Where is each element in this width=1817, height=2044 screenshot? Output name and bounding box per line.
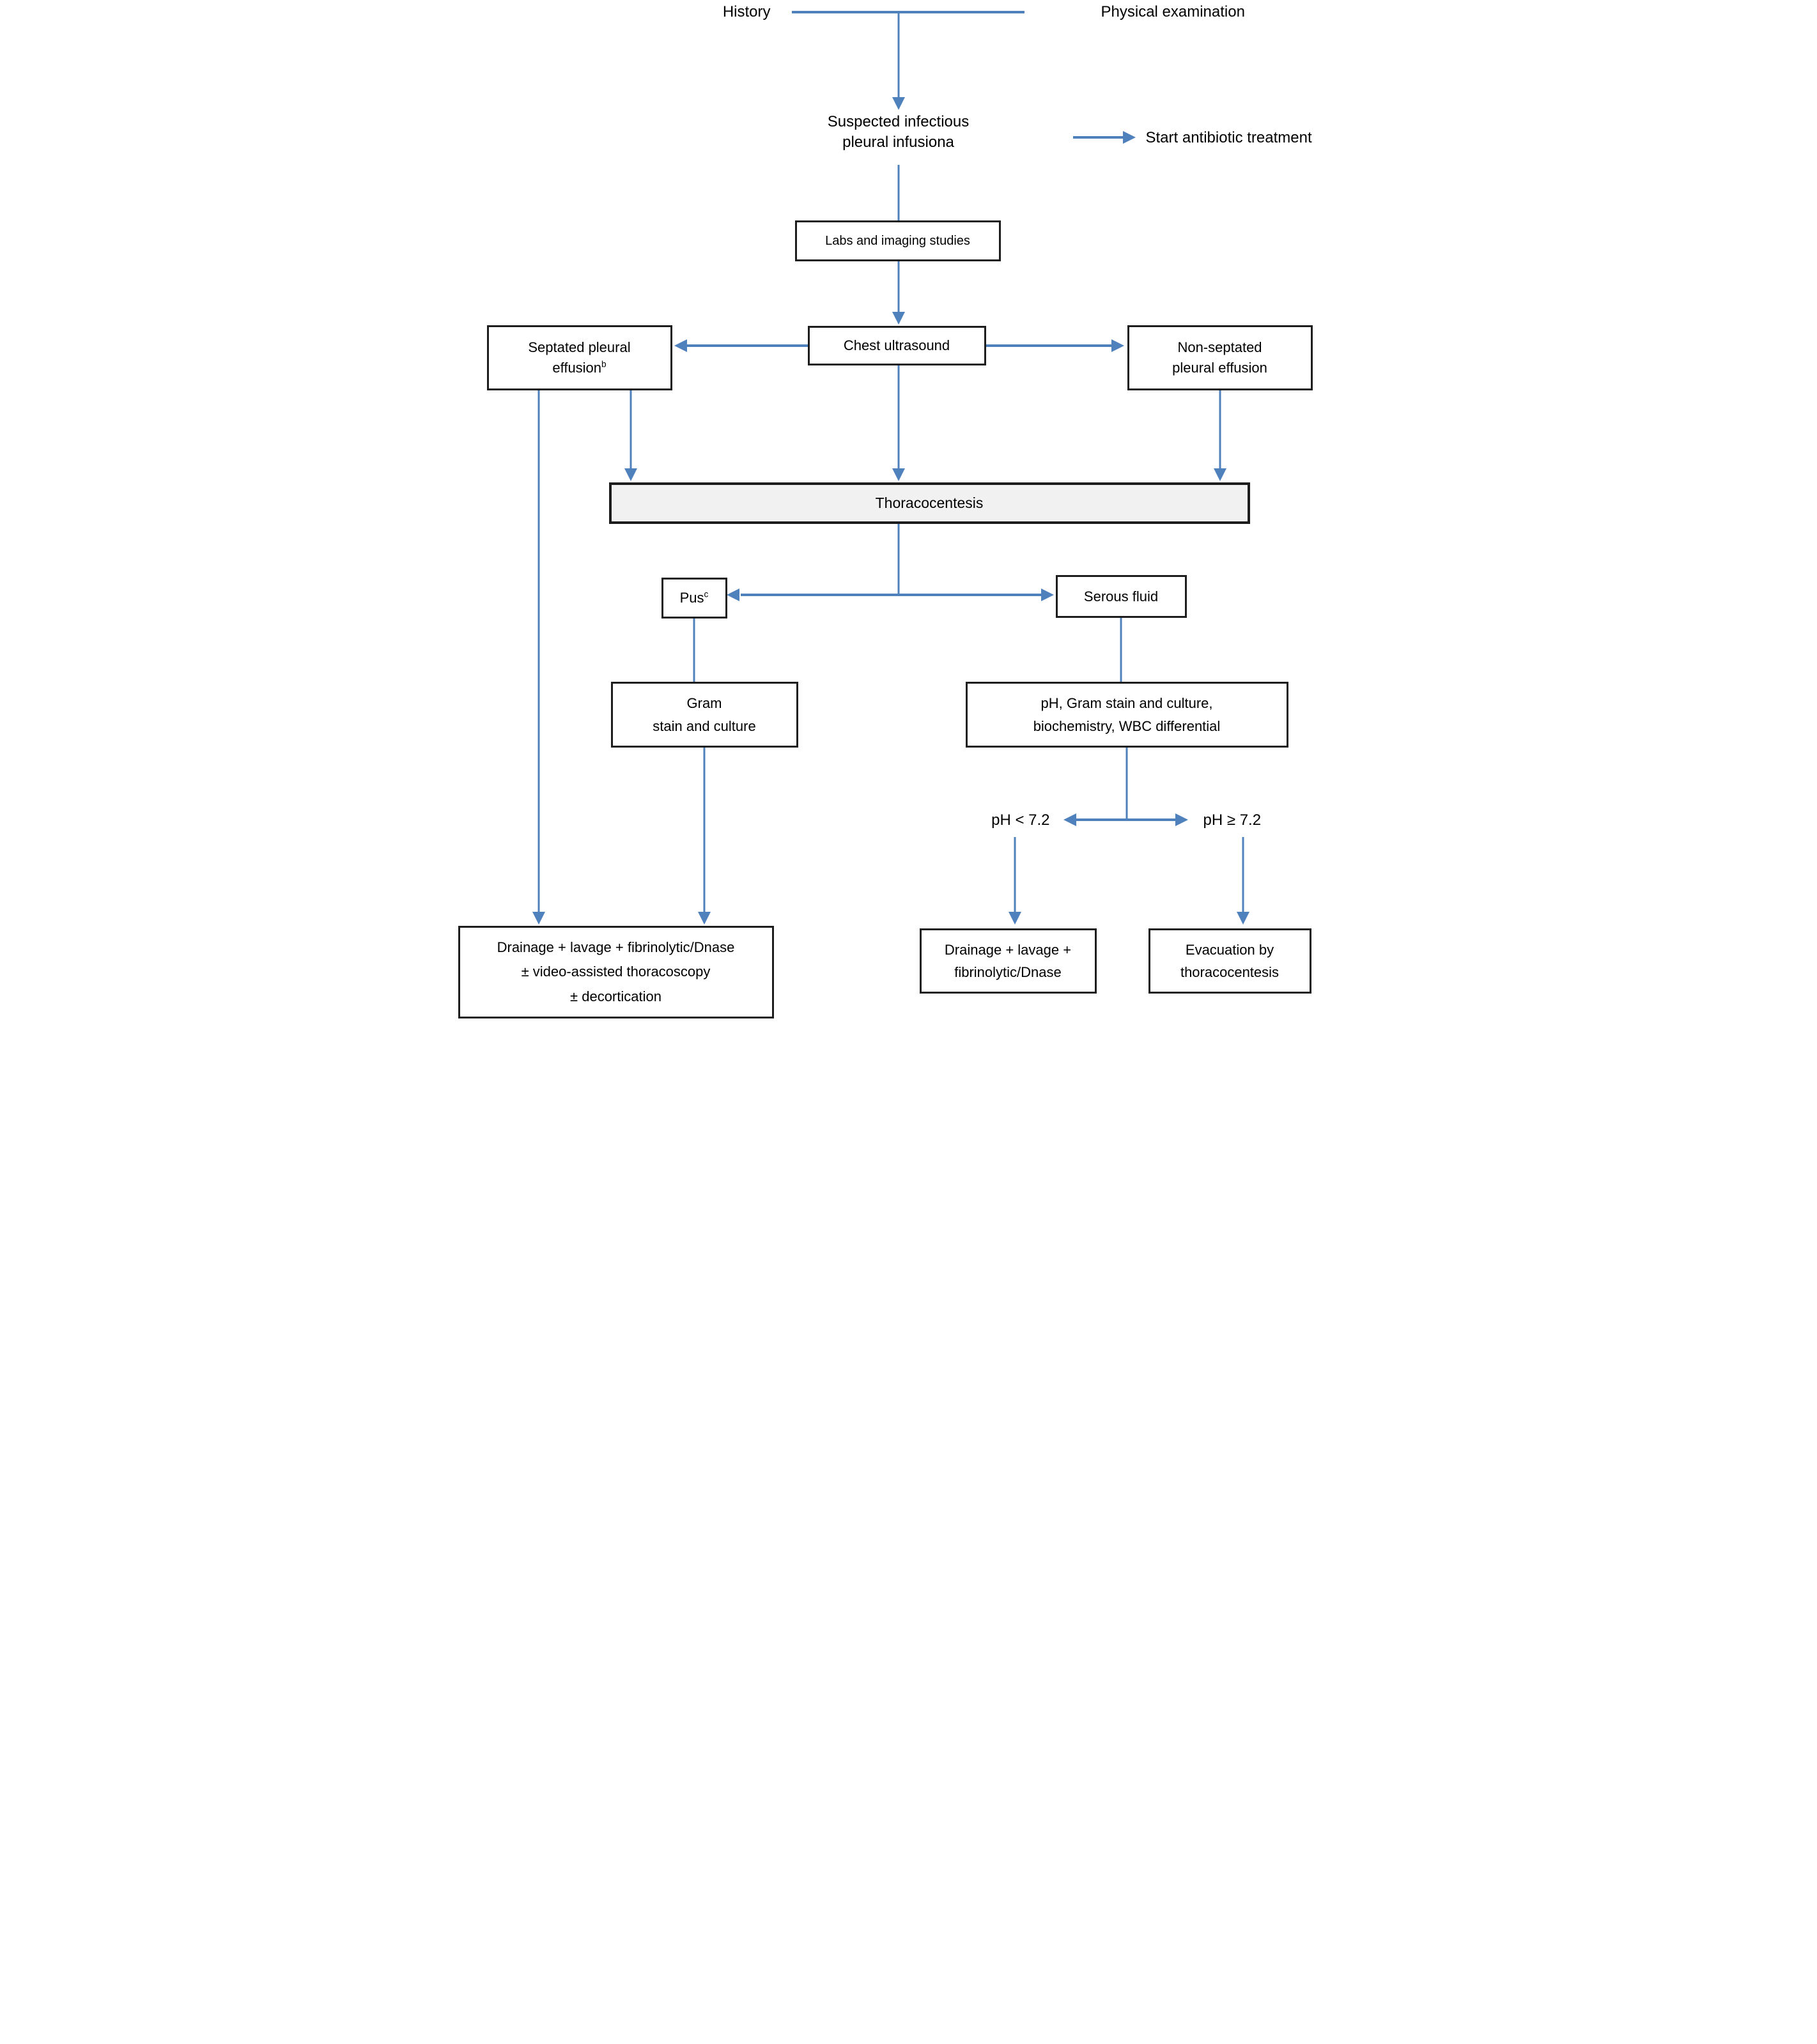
nonseptated-line1: Non-septated <box>1177 339 1262 356</box>
gram-line1: Gram <box>686 695 722 712</box>
connector-suspected-to-labs <box>897 165 899 220</box>
arrowhead-nonseptated-thoraco-icon <box>1213 468 1226 481</box>
node-gram-stain: Gram stain and culture <box>610 682 798 748</box>
connector-pus-serous <box>740 594 1041 596</box>
arrowhead-phlow-drainage-icon <box>1008 912 1021 925</box>
connector-phhigh-to-evacuation <box>1242 837 1244 912</box>
node-evacuation: Evacuation by thoracocentesis <box>1148 928 1311 994</box>
node-nonseptated-effusion: Non-septated pleural effusion <box>1127 325 1313 390</box>
drainage-short-line2: fibrinolytic/Dnase <box>954 964 1062 980</box>
connector-septated-to-thoraco <box>630 390 631 468</box>
arrowhead-septated-drainage-icon <box>532 912 545 925</box>
suspected-line1: Suspected infectious <box>827 113 970 130</box>
node-drainage-short: Drainage + lavage + fibrinolytic/Dnase <box>919 928 1097 994</box>
thoracocentesis-label: Thoracocentesis <box>875 494 984 511</box>
pus-base: Pus <box>679 590 704 606</box>
connector-phlow-to-drainage-short <box>1014 837 1016 912</box>
suspected-line2: pleural infusiona <box>842 133 954 151</box>
arrowhead-to-ultrasound-icon <box>892 312 905 325</box>
node-serous-fluid: Serous fluid <box>1055 575 1187 618</box>
node-drainage-full: Drainage + lavage + fibrinolytic/Dnase ±… <box>458 926 774 1018</box>
suspected-label: Suspected infectious pleural infusiona <box>828 112 969 152</box>
connector-gram-to-drainage-full <box>703 748 705 912</box>
arrowhead-to-serous-icon <box>1040 588 1054 601</box>
connector-history-physical <box>791 11 1024 13</box>
connector-thoraco-to-split <box>897 524 899 595</box>
connector-nonseptated-to-thoraco <box>1219 390 1221 468</box>
flowchart-infectious-pleural-effusion: History Physical examination Suspected i… <box>454 0 1363 1022</box>
arrowhead-to-phhigh-icon <box>1175 813 1188 826</box>
ph-high-label: pH ≥ 7.2 <box>1203 811 1262 829</box>
labs-label: Labs and imaging studies <box>825 233 970 248</box>
septated-line2: effusionb <box>552 358 606 378</box>
connector-phlow-phhigh <box>1076 818 1175 821</box>
connector-serous-to-phpanel <box>1120 618 1122 682</box>
arrowhead-phhigh-evacuation-icon <box>1236 912 1249 925</box>
node-thoracocentesis: Thoracocentesis <box>608 482 1250 524</box>
arrowhead-gram-drainage-icon <box>697 912 711 925</box>
drainage-short-line1: Drainage + lavage + <box>944 941 1072 958</box>
node-chest-ultrasound: Chest ultrasound <box>807 326 986 365</box>
connector-top-to-suspected <box>897 12 899 98</box>
node-pus: Pusc <box>661 578 727 619</box>
ph-low-label: pH < 7.2 <box>991 811 1050 829</box>
evacuation-line1: Evacuation by <box>1185 941 1274 958</box>
chest-ultrasound-label: Chest ultrasound <box>843 337 950 354</box>
septated-line2-base: effusion <box>552 360 602 376</box>
drainage-full-line3: ± decortication <box>570 988 661 1004</box>
arrowhead-ultrasound-thoraco-icon <box>892 468 905 481</box>
node-ph-panel: pH, Gram stain and culture, biochemistry… <box>965 682 1288 748</box>
drainage-full-line1: Drainage + lavage + fibrinolytic/Dnase <box>497 939 735 955</box>
evacuation-line2: thoracocentesis <box>1180 964 1280 980</box>
arrowhead-septated-thoraco-icon <box>624 468 637 481</box>
arrowhead-to-suspected-icon <box>892 97 905 110</box>
connector-ultrasound-to-nonseptated <box>986 344 1111 347</box>
ph-panel-line2: biochemistry, WBC differential <box>1033 718 1221 734</box>
connector-labs-to-ultrasound <box>897 261 899 312</box>
connector-pus-to-gram <box>693 619 695 682</box>
history-label: History <box>722 3 771 20</box>
septated-footnote-sup: b <box>601 359 607 369</box>
arrowhead-to-phlow-icon <box>1063 813 1076 826</box>
node-labs-imaging: Labs and imaging studies <box>794 220 1001 261</box>
serous-fluid-label: Serous fluid <box>1083 588 1159 604</box>
physical-examination-label: Physical examination <box>1101 3 1245 20</box>
connector-septated-to-drainage-full <box>537 390 539 912</box>
septated-line1: Septated pleural <box>528 339 631 356</box>
arrowhead-to-septated-icon <box>674 339 687 352</box>
connector-ultrasound-to-septated <box>686 344 808 347</box>
gram-line2: stain and culture <box>653 718 756 734</box>
connector-ultrasound-to-thoraco <box>897 365 899 468</box>
arrowhead-to-antibiotic-icon <box>1122 131 1136 144</box>
nonseptated-line2: pleural effusion <box>1172 360 1267 376</box>
pus-footnote-sup: c <box>704 589 709 599</box>
start-antibiotic-label: Start antibiotic treatment <box>1145 129 1312 146</box>
arrowhead-to-pus-icon <box>726 588 739 601</box>
node-septated-effusion: Septated pleural effusionb <box>486 325 672 390</box>
connector-suspected-to-antibiotic <box>1072 136 1123 139</box>
connector-phpanel-to-split <box>1125 748 1127 820</box>
ph-panel-line1: pH, Gram stain and culture, <box>1040 695 1213 712</box>
arrowhead-to-nonseptated-icon <box>1111 339 1124 352</box>
drainage-full-line2: ± video-assisted thoracoscopy <box>521 964 711 980</box>
pus-label: Pusc <box>680 588 709 608</box>
